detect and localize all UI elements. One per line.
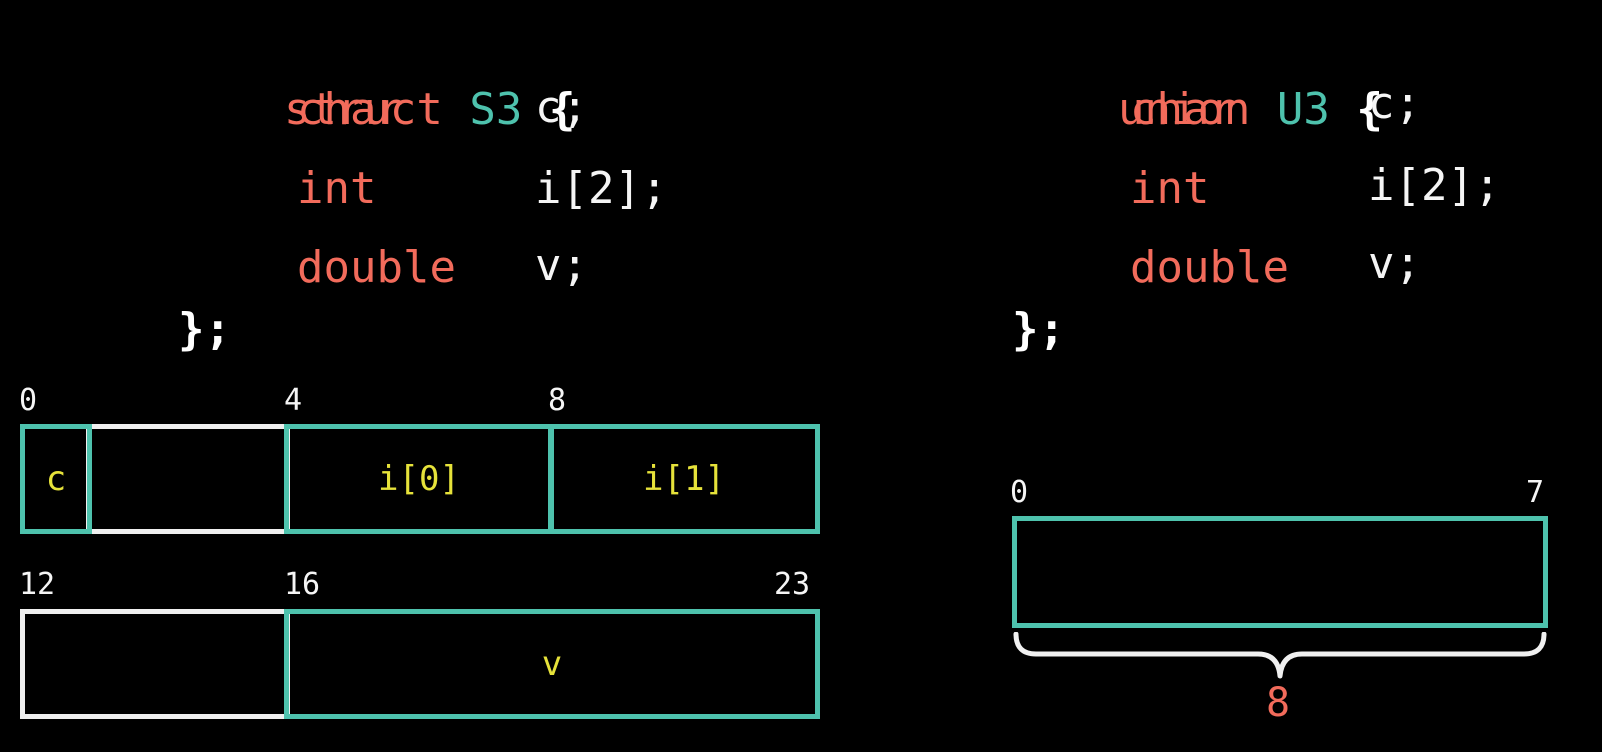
field-cell-c: c (20, 424, 92, 534)
field-cell-v: v (284, 609, 820, 719)
offset-label: 7 (1526, 475, 1545, 510)
struct-close: }; (178, 304, 231, 355)
struct-name: S3 (469, 84, 523, 135)
field-cell-label: c (45, 459, 67, 499)
padding-cell (20, 609, 290, 719)
union-cell (1012, 516, 1548, 628)
struct-field-type-int: int (297, 163, 377, 214)
struct-field-decl-i: i[2]; (535, 163, 668, 214)
struct-field-type-char: char (297, 84, 403, 135)
union-field-type-double: double (1130, 242, 1289, 293)
offset-label: 16 (284, 567, 321, 602)
union-field-decl-c: c; (1368, 78, 1421, 129)
field-cell-i0: i[0] (284, 424, 554, 534)
struct-open-brace: { (548, 84, 576, 135)
offset-label: 23 (774, 567, 811, 602)
field-cell-label: i[0] (378, 459, 460, 499)
union-header: union U3 { (1012, 0, 1383, 230)
field-cell-label: v (541, 644, 563, 684)
field-cell-label: i[1] (643, 459, 725, 499)
union-size-label: 8 (1266, 680, 1291, 726)
offset-label: 0 (1010, 475, 1029, 510)
padding-cell (86, 424, 290, 534)
offset-label: 4 (284, 383, 303, 418)
union-field-decl-v: v; (1368, 238, 1421, 289)
struct-header: struct S3 { (178, 0, 575, 230)
union-open-brace: { (1356, 84, 1383, 135)
size-brace-icon (1013, 632, 1547, 679)
union-name: U3 (1276, 84, 1330, 135)
union-field-decl-i: i[2]; (1368, 160, 1501, 211)
offset-label: 12 (19, 567, 56, 602)
union-close: }; (1012, 304, 1065, 355)
offset-label: 0 (19, 383, 38, 418)
struct-field-decl-c: c; (535, 82, 588, 133)
field-cell-i1: i[1] (548, 424, 820, 534)
union-keyword: union (1117, 84, 1251, 135)
union-field-type-int: int (1130, 163, 1210, 214)
union-field-type-char: char (1130, 84, 1236, 135)
struct-field-decl-v: v; (535, 240, 588, 291)
offset-label: 8 (548, 383, 567, 418)
struct-field-type-double: double (297, 242, 456, 293)
struct-keyword: struct (283, 84, 443, 135)
